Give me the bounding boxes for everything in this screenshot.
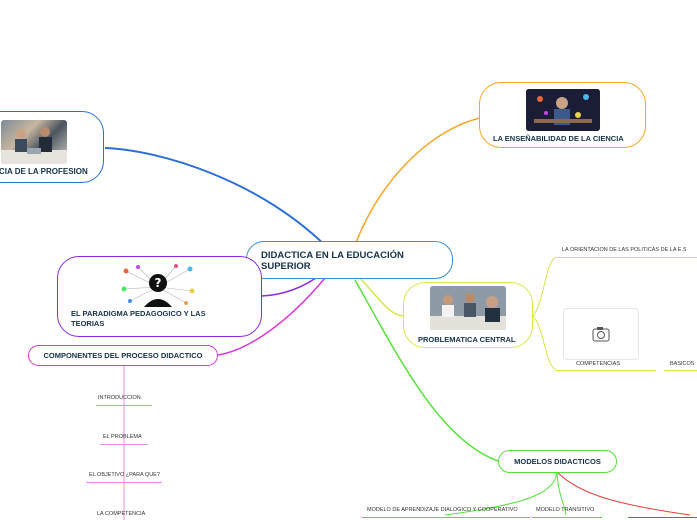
leaf-orientacion[interactable]: LA ORIENTACION DE LAS POLITICAS DE LA E.…	[562, 247, 687, 253]
problematica-title: PROBLEMATICA CENTRAL	[418, 335, 516, 344]
edge-profesion	[104, 147, 331, 251]
meeting-photo	[430, 286, 506, 330]
profesion-node[interactable]: CIA DE LA PROFESION	[0, 111, 104, 183]
competencias-image-placeholder[interactable]	[563, 308, 639, 360]
modelos-title: MODELOS DIDACTICOS	[514, 457, 601, 466]
leaf-introduccion[interactable]: INTRODUCCION	[98, 395, 141, 401]
leaf-modelo-transitivo[interactable]: MODELO TRANSITIVO	[536, 507, 595, 513]
ciencia-node[interactable]: LA ENSEÑABILIDAD DE LA CIENCIA	[479, 82, 646, 148]
profesion-title: CIA DE LA PROFESION	[0, 167, 88, 176]
edge-modelo-3	[556, 471, 691, 516]
edge-modelo-2	[556, 471, 567, 516]
ciencia-title: LA ENSEÑABILIDAD DE LA CIENCIA	[493, 134, 624, 143]
edge-problematica	[359, 277, 404, 317]
svg-text:?: ?	[155, 276, 162, 290]
central-node[interactable]: DIDACTICA EN LA EDUCACIÓN SUPERIOR	[246, 241, 453, 279]
leaf-underline	[628, 517, 697, 519]
leaf-underline	[664, 370, 697, 372]
camera-icon	[592, 327, 610, 342]
edge-modelo-1	[444, 471, 558, 516]
edge-modelos	[354, 279, 499, 462]
leaf-underline	[362, 517, 530, 519]
leaf-underline	[100, 444, 148, 446]
paradigma-node[interactable]: ? EL PARADIGMA PEDAGOGICO Y LAS TEORIAS	[57, 256, 262, 337]
leaf-underline	[96, 405, 152, 407]
edge-ciencia	[354, 117, 481, 246]
componentes-node[interactable]: COMPONENTES DEL PROCESO DIDACTICO	[28, 345, 218, 366]
leaf-underline	[86, 482, 162, 484]
leaf-competencias[interactable]: COMPETENCIAS	[576, 361, 621, 367]
edge-orientacion	[532, 256, 557, 317]
central-title: DIDACTICA EN LA EDUCACIÓN SUPERIOR	[261, 250, 404, 272]
paradigma-title: EL PARADIGMA PEDAGOGICO Y LAS TEORIAS	[71, 309, 206, 328]
leaf-objetivo[interactable]: EL OBJETIVO ¿PARA QUE?	[89, 472, 160, 478]
leaf-underline	[532, 517, 602, 519]
modelos-node[interactable]: MODELOS DIDACTICOS	[498, 450, 617, 473]
leaf-underline	[556, 257, 697, 259]
edge-competencias	[532, 315, 557, 371]
componentes-title: COMPONENTES DEL PROCESO DIDACTICO	[43, 351, 203, 360]
edge-componentes	[217, 277, 326, 356]
leaf-underline	[556, 370, 656, 372]
leaf-modelo-dialogico[interactable]: MODELO DE APRENDIZAJE DIALOGICO Y COOPER…	[367, 507, 518, 513]
problematica-node[interactable]: PROBLEMATICA CENTRAL	[403, 282, 533, 348]
leaf-problema[interactable]: EL PROBLEMA	[103, 434, 142, 440]
lab-photo	[526, 89, 600, 131]
leaf-basicos[interactable]: BASICOS	[670, 361, 695, 367]
office-photo	[1, 120, 67, 164]
question-head-icon: ?	[120, 263, 196, 307]
leaf-competencia[interactable]: LA COMPETENCIA	[97, 511, 146, 517]
